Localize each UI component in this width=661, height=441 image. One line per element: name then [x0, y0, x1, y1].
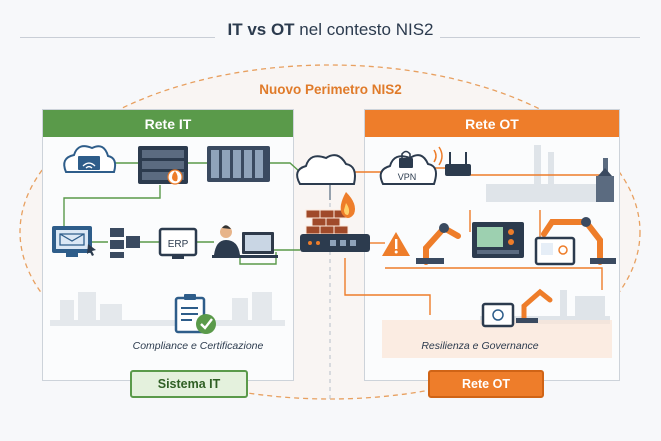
ot-caption: Resilienza e Governance — [421, 340, 539, 352]
control-panel-icon — [481, 302, 515, 328]
it-system-badge: Sistema IT — [130, 370, 248, 398]
robot-arm-icon — [516, 288, 553, 323]
robot-arm-icon — [416, 223, 461, 265]
fire-icon — [167, 169, 183, 185]
ot-link-3 — [385, 267, 603, 290]
it-caption: Compliance e Certificazione — [132, 340, 264, 352]
cloud-wifi-icon — [63, 145, 117, 173]
title-rule-left — [20, 37, 215, 38]
ot-link-4 — [344, 258, 431, 315]
network-hub-icon — [110, 228, 140, 258]
firewall-icon — [305, 192, 355, 235]
cloud-icon — [296, 154, 356, 185]
it-city-silhouette — [50, 292, 285, 326]
title-rule-right — [440, 37, 640, 38]
ot-network-badge: Rete OT — [428, 370, 544, 398]
robot-arm-icon — [541, 217, 616, 265]
clipboard-check-icon — [174, 294, 216, 334]
vpn-label: VPN — [398, 172, 417, 182]
router-icon — [300, 234, 370, 252]
hmi-screen-icon — [534, 236, 576, 266]
email-icon — [52, 226, 96, 257]
control-panel-icon — [472, 222, 524, 258]
erp-monitor-icon: ERP — [158, 227, 198, 259]
user-workstation-icon — [212, 225, 278, 258]
ot-link-5 — [469, 210, 541, 240]
it-link-3 — [270, 162, 301, 173]
it-panel-header: Rete IT — [43, 110, 293, 137]
warning-icon — [382, 232, 410, 256]
wifi-router-icon — [433, 146, 471, 176]
it-link-4 — [63, 185, 161, 226]
ot-panel-header: Rete OT — [365, 110, 619, 137]
network-switch-icon — [207, 146, 270, 182]
factory-icon — [596, 158, 614, 202]
erp-label: ERP — [168, 239, 189, 250]
page-title: IT vs OT nel contesto NIS2 — [227, 20, 434, 39]
vpn-cloud-icon: VPN — [379, 150, 437, 185]
perimeter-label: Nuovo Perimetro NIS2 — [259, 82, 402, 97]
